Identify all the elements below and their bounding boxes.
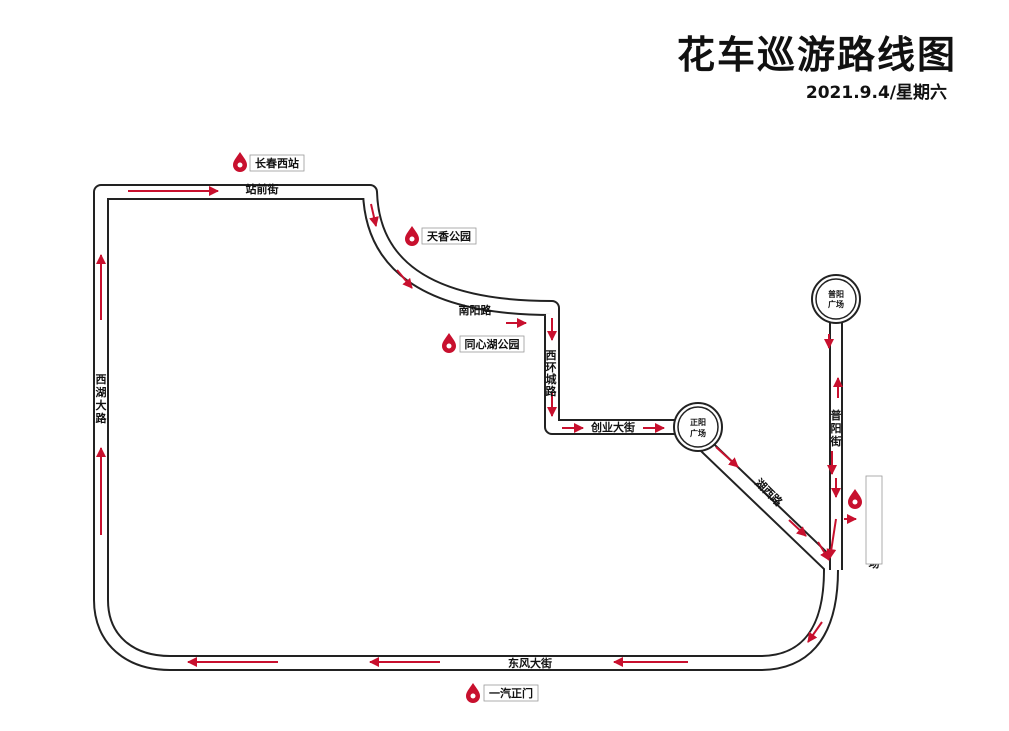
arrow-bottom-right xyxy=(807,621,823,643)
xihuancheng-text: 西环城路 xyxy=(546,349,558,398)
road-label-nanyang: 南阳路 xyxy=(459,303,493,317)
puyang-circle-label-2: 广场 xyxy=(828,299,844,309)
xihu-text: 西湖大路 xyxy=(96,373,108,425)
road-label-zhanqian: 站前街 xyxy=(246,182,279,196)
road-label-xihuancheng: 西环城路 xyxy=(546,349,558,398)
stop-changchun-xi[interactable]: 长春西站 xyxy=(233,152,305,172)
roundabout-zhengyang: 正阳 广场 xyxy=(673,402,723,452)
roundabout-puyang: 普阳 广场 xyxy=(811,274,861,324)
puyang-circle-label-1: 普阳 xyxy=(828,289,844,299)
stop-yiqi[interactable]: 一汽正门 xyxy=(466,683,539,703)
drop-marker-icon xyxy=(848,489,862,509)
road-label-xihu: 西湖大路 xyxy=(96,373,108,425)
puyang-text: 普阳街 xyxy=(830,408,842,448)
arrow-curve-2 xyxy=(396,269,413,289)
stop-tianxiang[interactable]: 天香公园 xyxy=(405,226,477,246)
map-date: 2021.9.4/星期六 xyxy=(805,83,947,103)
drop-marker-icon xyxy=(233,152,247,172)
direction-arrows xyxy=(96,186,857,667)
road-label-puyang: 普阳街 xyxy=(830,408,842,448)
drop-marker-icon xyxy=(442,333,456,353)
drop-marker-icon xyxy=(405,226,419,246)
zhengyang-label-1: 正阳 xyxy=(690,418,706,427)
arrow-huxi-2 xyxy=(788,519,807,537)
stop-tongxinhu[interactable]: 同心湖公园 xyxy=(442,333,525,353)
arrow-curve-1 xyxy=(369,203,379,227)
road-label-dongfeng: 东风大街 xyxy=(508,656,552,670)
stop-label-changchun-xi: 长春西站 xyxy=(255,156,299,170)
road-label-chuangye: 创业大街 xyxy=(590,420,635,434)
route-road xyxy=(93,184,843,671)
map-title: 花车巡游路线图 xyxy=(676,33,957,77)
drop-marker-icon xyxy=(466,683,480,703)
stop-label-tongxinhu: 同心湖公园 xyxy=(465,337,520,351)
arrow-huxi-end xyxy=(817,541,830,561)
zhengyang-label-2: 广场 xyxy=(690,428,706,438)
arrow-junction-3 xyxy=(826,518,837,559)
stop-tongxincheng[interactable] xyxy=(848,475,883,565)
stop-label-tianxiang: 天香公园 xyxy=(427,229,471,243)
arrow-huxi-1 xyxy=(715,446,739,468)
stop-label-yiqi: 一汽正门 xyxy=(489,686,533,700)
